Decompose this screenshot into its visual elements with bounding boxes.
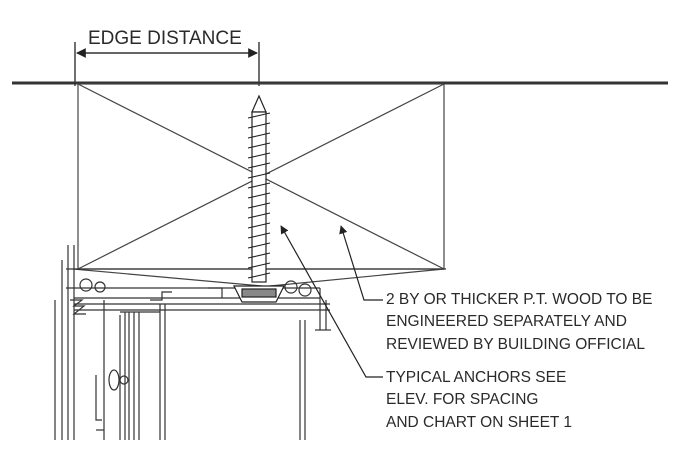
screw-threads: [247, 112, 271, 279]
anchor-note-line-2: ELEV. FOR SPACING: [386, 391, 538, 408]
anchor-note-line-1: TYPICAL ANCHORS SEE: [386, 369, 566, 386]
weatherstrip-seals: [79, 278, 312, 391]
anchor-note-leader: [280, 225, 383, 378]
wood-note: 2 BY OR THICKER P.T. WOOD TO BE ENGINEER…: [386, 291, 652, 353]
edge-distance-dimension: [74, 42, 260, 86]
wood-note-leader: [339, 225, 383, 301]
wood-note-line-1: 2 BY OR THICKER P.T. WOOD TO BE: [386, 291, 652, 308]
wood-note-line-3: REVIEWED BY BUILDING OFFICIAL: [386, 336, 645, 353]
edge-distance-label: EDGE DISTANCE: [88, 28, 242, 49]
anchor-note-line-3: AND CHART ON SHEET 1: [386, 414, 572, 431]
anchor-washer: [233, 285, 285, 303]
anchor-note: TYPICAL ANCHORS SEE ELEV. FOR SPACING AN…: [386, 369, 572, 431]
wood-note-line-2: ENGINEERED SEPARATELY AND: [386, 313, 627, 330]
